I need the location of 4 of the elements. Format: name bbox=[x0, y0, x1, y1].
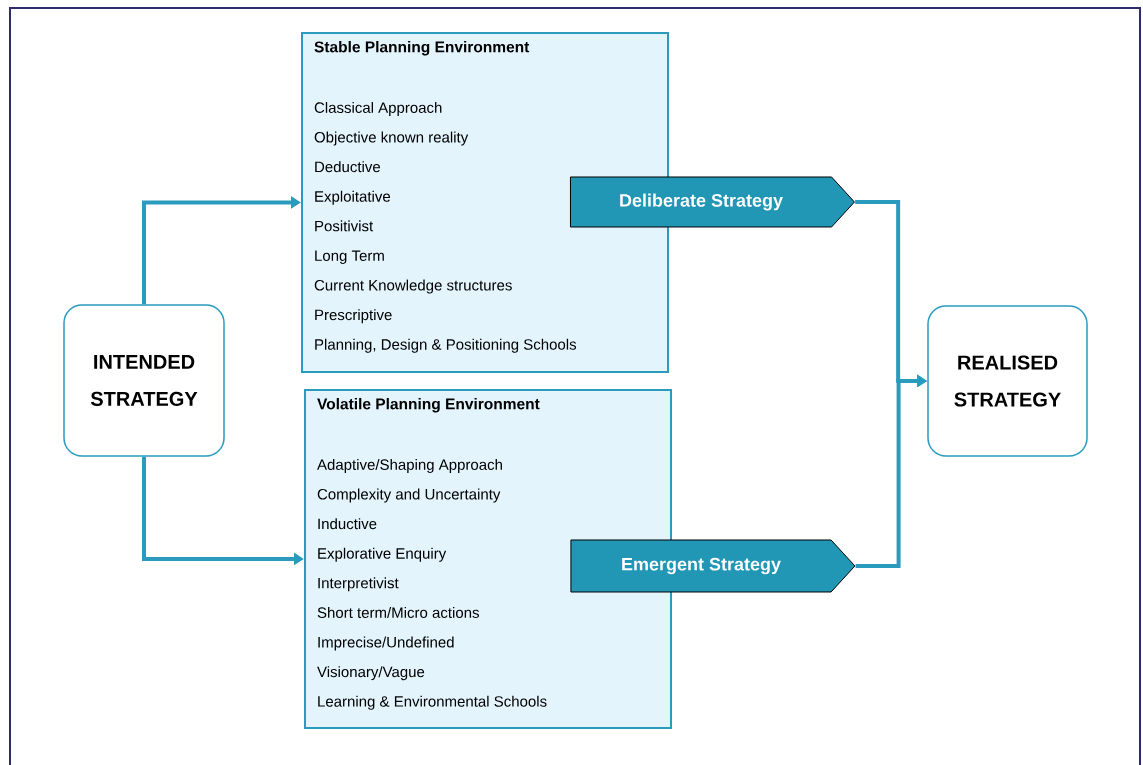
chevron-banner: Emergent Strategy bbox=[570, 539, 856, 593]
rounded-box: REALISED STRATEGY bbox=[927, 305, 1088, 457]
chevron-banner: Deliberate Strategy bbox=[569, 176, 855, 228]
rounded-box: INTENDED STRATEGY bbox=[63, 304, 225, 457]
